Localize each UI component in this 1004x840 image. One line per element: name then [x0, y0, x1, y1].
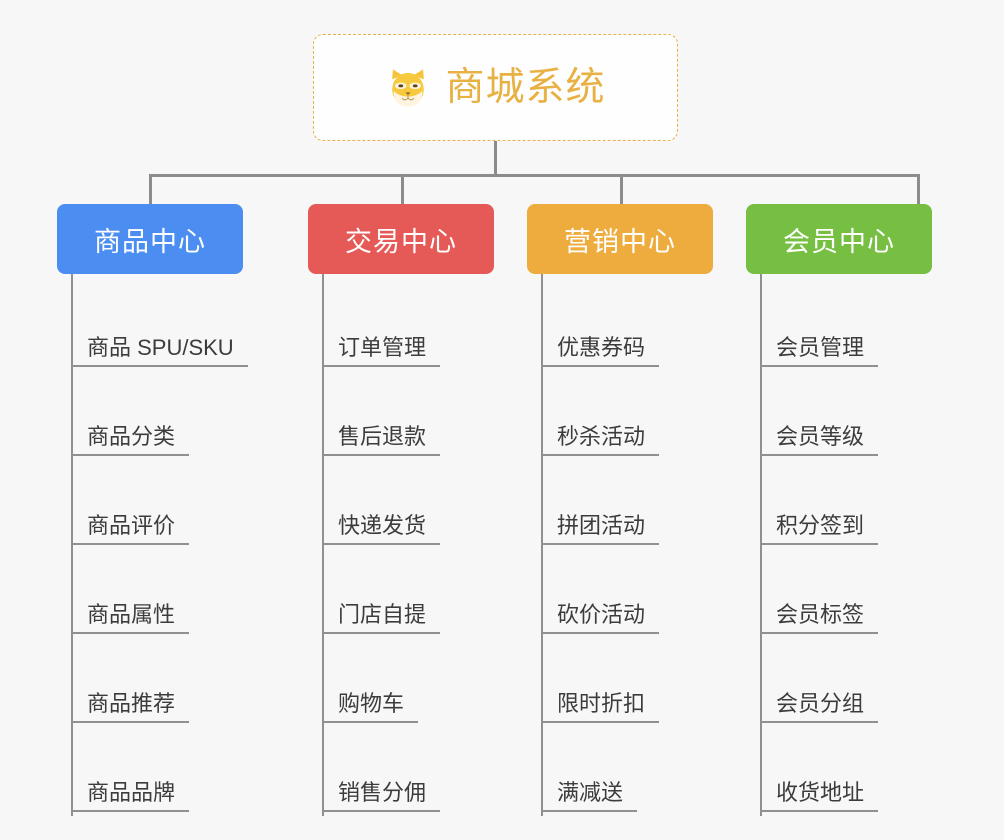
leaf-label: 快递发货 — [324, 514, 441, 545]
list-item[interactable]: 砍价活动 — [543, 549, 727, 638]
leaf-label: 会员等级 — [762, 425, 879, 456]
category-header-label: 商品中心 — [94, 226, 206, 257]
list-item[interactable]: 商品品牌 — [73, 727, 257, 816]
list-item[interactable]: 商品属性 — [73, 549, 257, 638]
list-item[interactable]: 会员标签 — [762, 549, 946, 638]
category-header-label: 会员中心 — [783, 226, 895, 257]
root-title: 商城系统 — [445, 66, 606, 109]
list-item[interactable]: 购物车 — [324, 638, 508, 727]
connector-horizontal-bus — [149, 174, 920, 177]
leaf-label: 满减送 — [543, 781, 638, 812]
leaf-label: 砍价活动 — [543, 603, 660, 634]
list-item[interactable]: 商品推荐 — [73, 638, 257, 727]
category-header-trade[interactable]: 交易中心 — [308, 204, 494, 274]
list-item[interactable]: 限时折扣 — [543, 638, 727, 727]
category-header-member[interactable]: 会员中心 — [746, 204, 932, 274]
leaf-label: 会员标签 — [762, 603, 879, 634]
leaf-label: 限时折扣 — [543, 692, 660, 723]
leaf-label: 销售分佣 — [324, 781, 441, 812]
leaf-label: 商品属性 — [73, 603, 190, 634]
leaf-label: 秒杀活动 — [543, 425, 660, 456]
list-item[interactable]: 销售分佣 — [324, 727, 508, 816]
list-item[interactable]: 会员分组 — [762, 638, 946, 727]
leaf-label: 商品推荐 — [73, 692, 190, 723]
list-item[interactable]: 会员等级 — [762, 371, 946, 460]
leaf-label: 商品品牌 — [73, 781, 190, 812]
category-header-product[interactable]: 商品中心 — [57, 204, 243, 274]
leaf-label: 优惠券码 — [543, 336, 660, 367]
list-item[interactable]: 秒杀活动 — [543, 371, 727, 460]
category-header-label: 交易中心 — [345, 226, 457, 257]
leaf-label: 收货地址 — [762, 781, 879, 812]
leaf-list-marketing: 优惠券码 秒杀活动 拼团活动 砍价活动 限时折扣 满减送 — [541, 274, 727, 816]
leaf-label: 会员管理 — [762, 336, 879, 367]
category-column-trade: 交易中心 订单管理 售后退款 快递发货 门店自提 购物车 销售分佣 — [308, 204, 508, 816]
leaf-label: 拼团活动 — [543, 514, 660, 545]
leaf-label: 门店自提 — [324, 603, 441, 634]
list-item[interactable]: 满减送 — [543, 727, 727, 816]
leaf-label: 订单管理 — [324, 336, 441, 367]
list-item[interactable]: 商品评价 — [73, 460, 257, 549]
category-column-marketing: 营销中心 优惠券码 秒杀活动 拼团活动 砍价活动 限时折扣 满减送 — [527, 204, 727, 816]
list-item[interactable]: 门店自提 — [324, 549, 508, 638]
leaf-list-product: 商品 SPU/SKU 商品分类 商品评价 商品属性 商品推荐 商品品牌 — [71, 274, 257, 816]
connector-drop-1 — [401, 174, 404, 206]
leaf-label: 商品评价 — [73, 514, 190, 545]
category-header-label: 营销中心 — [564, 226, 676, 257]
connector-drop-3 — [917, 174, 920, 206]
leaf-list-member: 会员管理 会员等级 积分签到 会员标签 会员分组 收货地址 — [760, 274, 946, 816]
list-item[interactable]: 优惠券码 — [543, 282, 727, 371]
leaf-label: 会员分组 — [762, 692, 879, 723]
category-column-product: 商品中心 商品 SPU/SKU 商品分类 商品评价 商品属性 商品推荐 商品品牌 — [57, 204, 257, 816]
list-item[interactable]: 收货地址 — [762, 727, 946, 816]
list-item[interactable]: 积分签到 — [762, 460, 946, 549]
leaf-label: 购物车 — [324, 692, 419, 723]
leaf-label: 商品分类 — [73, 425, 190, 456]
leaf-label: 商品 SPU/SKU — [73, 336, 248, 367]
list-item[interactable]: 快递发货 — [324, 460, 508, 549]
root-node[interactable]: 商城系统 — [313, 34, 678, 141]
list-item[interactable]: 商品 SPU/SKU — [73, 282, 257, 371]
list-item[interactable]: 拼团活动 — [543, 460, 727, 549]
connector-drop-2 — [620, 174, 623, 206]
list-item[interactable]: 商品分类 — [73, 371, 257, 460]
list-item[interactable]: 订单管理 — [324, 282, 508, 371]
connector-drop-0 — [149, 174, 152, 206]
list-item[interactable]: 会员管理 — [762, 282, 946, 371]
leaf-list-trade: 订单管理 售后退款 快递发货 门店自提 购物车 销售分佣 — [322, 274, 508, 816]
leaf-label: 售后退款 — [324, 425, 441, 456]
leaf-label: 积分签到 — [762, 514, 879, 545]
list-item[interactable]: 售后退款 — [324, 371, 508, 460]
connector-root-stem — [494, 141, 497, 177]
category-column-member: 会员中心 会员管理 会员等级 积分签到 会员标签 会员分组 收货地址 — [746, 204, 946, 816]
dog-face-icon — [392, 68, 425, 107]
category-header-marketing[interactable]: 营销中心 — [527, 204, 713, 274]
